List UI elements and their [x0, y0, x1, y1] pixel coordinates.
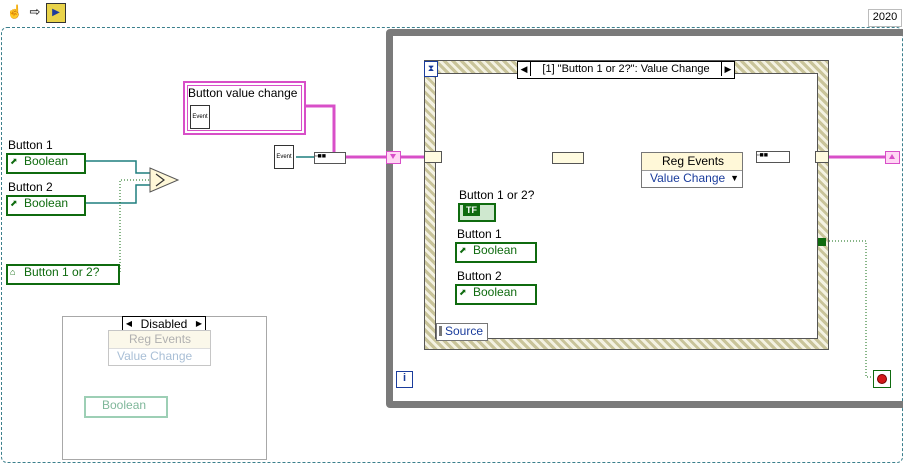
inner-tf-constant[interactable]: TF [458, 203, 496, 222]
disabled-reg-events-node[interactable]: Reg Events Value Change [108, 330, 211, 366]
chevron-down-icon[interactable]: ▼ [730, 173, 739, 183]
iteration-terminal[interactable]: i [396, 371, 413, 388]
inner-button1-control[interactable]: ⬈ Boolean [455, 242, 537, 263]
user-event-inner [187, 85, 302, 131]
disabled-boolean-value: Boolean [102, 398, 147, 412]
home-icon: ⌂ [10, 267, 16, 277]
disabled-reg-event[interactable]: Value Change [117, 349, 193, 363]
reference-icon: ⬈ [459, 245, 467, 255]
disabled-reg-title: Reg Events [109, 331, 210, 349]
next-case-icon[interactable]: ▶ [721, 62, 734, 76]
button1-control[interactable]: ⬈ Boolean [6, 153, 86, 174]
event-ref-in[interactable] [424, 151, 442, 163]
button1-value: Boolean [24, 154, 69, 168]
event-doc-icon: Event [190, 105, 210, 129]
source-terminal[interactable]: Source [436, 323, 489, 341]
vi-icon[interactable]: ▶ [46, 3, 66, 23]
reference-icon: ⬈ [10, 156, 18, 166]
prev-case-icon[interactable]: ◀ [125, 319, 133, 328]
reg-events-title: Reg Events [642, 153, 742, 171]
inner-button1-value: Boolean [473, 243, 518, 257]
user-event-constant[interactable]: Button value change Event [183, 81, 306, 135]
while-loop[interactable] [386, 29, 903, 408]
reference-icon: ⬈ [10, 198, 18, 208]
stop-terminal[interactable] [873, 370, 891, 388]
loop-tunnel-in[interactable] [386, 151, 401, 164]
button1-label: Button 1 [8, 138, 53, 152]
event-ref-node[interactable] [552, 152, 584, 164]
reg-events-node[interactable]: Reg Events Value Change ▼ [641, 152, 743, 188]
disabled-selector[interactable]: ◀ Disabled ▶ [122, 316, 206, 334]
reg-events-event[interactable]: Value Change [650, 171, 726, 185]
loop-tunnel-out[interactable] [885, 151, 900, 164]
ref-constant[interactable]: ⌂ Button 1 or 2? [6, 264, 120, 285]
timeout-icon[interactable]: ⧗ [424, 61, 438, 77]
inner-button2-control[interactable]: ⬈ Boolean [455, 284, 537, 305]
toolbar: ☝ ⇨ ▶ [2, 1, 66, 23]
arrow-icon[interactable]: ⇨ [29, 4, 41, 19]
button2-value: Boolean [24, 196, 69, 210]
inner-button2-value: Boolean [473, 285, 518, 299]
stop-wire-terminal[interactable] [818, 238, 826, 246]
disabled-boolean-ref[interactable]: Boolean [84, 396, 168, 418]
next-case-icon[interactable]: ▶ [195, 319, 203, 328]
event-doc-text: Event [192, 114, 208, 120]
button2-label: Button 2 [8, 180, 53, 194]
event-case-label: [1] "Button 1 or 2?": Value Change [542, 63, 710, 75]
event-case-selector[interactable]: ◀ [1] "Button 1 or 2?": Value Change ▶ [517, 61, 735, 79]
version-label: 2020 [868, 9, 902, 27]
inner-button1-label: Button 1 [457, 227, 502, 241]
create-event-text: Event [276, 154, 292, 160]
prev-case-icon[interactable]: ◀ [518, 62, 531, 76]
button2-control[interactable]: ⬈ Boolean [6, 195, 86, 216]
reference-icon: ⬈ [459, 287, 467, 297]
bundle-node-right[interactable]: ▫■■ [756, 151, 790, 163]
disabled-selector-label: Disabled [140, 317, 188, 331]
bundle-node[interactable]: ▫■■ [314, 152, 346, 164]
event-ref-out[interactable] [815, 151, 829, 163]
stop-icon [877, 374, 887, 384]
user-event-label: Button value change [188, 86, 298, 100]
inner-button2-label: Button 2 [457, 269, 502, 283]
hand-icon[interactable]: ☝ [6, 4, 24, 19]
create-event-icon[interactable]: Event [274, 145, 294, 169]
inner-ref-label: Button 1 or 2? [459, 188, 535, 202]
ref-constant-value: Button 1 or 2? [24, 265, 100, 279]
tf-text: TF [463, 205, 480, 216]
